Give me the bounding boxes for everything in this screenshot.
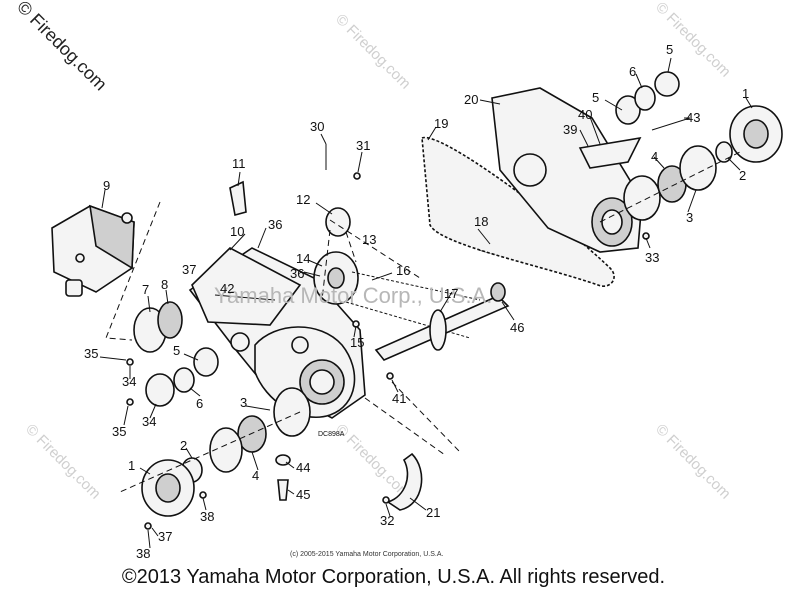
upper-seal-right bbox=[654, 71, 680, 97]
left-hub-stack bbox=[133, 301, 219, 407]
callout-31: 31 bbox=[356, 138, 370, 153]
dashed-guides bbox=[119, 151, 741, 493]
sprocket-assembly bbox=[313, 207, 359, 305]
callout-36-bracket: 36 bbox=[268, 217, 282, 232]
callout-3-lower: 3 bbox=[240, 395, 247, 410]
callout-11: 11 bbox=[232, 156, 246, 171]
callout-labels: 9 11 30 31 12 13 14 36 36 10 37 42 16 17… bbox=[84, 42, 749, 561]
upper-bearing bbox=[634, 85, 656, 111]
callout-6-left: 6 bbox=[196, 396, 203, 411]
callout-16: 16 bbox=[396, 263, 410, 278]
clip-part bbox=[229, 180, 247, 217]
upper-seal bbox=[615, 95, 641, 125]
callout-39: 39 bbox=[563, 122, 577, 137]
callout-19: 19 bbox=[434, 116, 448, 131]
guard-shield bbox=[386, 452, 423, 511]
callout-35-lower: 35 bbox=[112, 424, 126, 439]
callout-4-lower: 4 bbox=[252, 468, 259, 483]
callout-10: 10 bbox=[230, 224, 244, 239]
watermark-center: Yamaha Motor Corp., U.S.A. bbox=[214, 283, 492, 308]
chain-case-cover bbox=[491, 87, 643, 253]
mounting-bracket bbox=[191, 247, 302, 326]
callout-2-right: 2 bbox=[739, 168, 746, 183]
callout-43: 43 bbox=[686, 110, 700, 125]
callout-36-upper: 36 bbox=[290, 266, 304, 281]
callout-34-upper: 34 bbox=[122, 374, 136, 389]
callout-13: 13 bbox=[362, 232, 376, 247]
watermark-tile: © Firedog.com bbox=[652, 0, 734, 81]
callout-32: 32 bbox=[380, 513, 394, 528]
callout-44: 44 bbox=[296, 460, 310, 475]
callout-35-upper: 35 bbox=[84, 346, 98, 361]
callout-1-right: 1 bbox=[742, 86, 749, 101]
callout-2-lower: 2 bbox=[180, 438, 187, 453]
small-copyright: (c) 2005-2015 Yamaha Motor Corporation, … bbox=[290, 551, 443, 558]
callout-5-upper: 5 bbox=[592, 90, 599, 105]
right-bearing-stack bbox=[623, 105, 783, 221]
callout-17: 17 bbox=[444, 286, 458, 301]
gearbox-housing bbox=[51, 204, 135, 297]
callout-38-lower: 38 bbox=[136, 546, 150, 561]
watermark-corner: © Firedog.com bbox=[13, 0, 111, 94]
drive-chain bbox=[321, 229, 357, 301]
callout-3-right: 3 bbox=[686, 210, 693, 225]
callout-30: 30 bbox=[310, 119, 324, 134]
drawing-code: DC898A bbox=[318, 431, 345, 438]
chain-loop bbox=[421, 136, 615, 287]
callout-4-right: 4 bbox=[651, 149, 658, 164]
long-bolt bbox=[651, 117, 691, 131]
watermark-tile: © Firedog.com bbox=[22, 421, 104, 503]
callout-1-lower: 1 bbox=[128, 458, 135, 473]
fasteners bbox=[126, 144, 650, 530]
watermark-tile: © Firedog.com bbox=[652, 421, 734, 503]
callout-42: 42 bbox=[220, 281, 234, 296]
callout-18: 18 bbox=[474, 214, 488, 229]
callout-40: 40 bbox=[578, 107, 592, 122]
callout-15: 15 bbox=[350, 335, 364, 350]
callout-37-lower: 37 bbox=[158, 529, 172, 544]
callout-14: 14 bbox=[296, 251, 310, 266]
bearing-plate bbox=[578, 136, 642, 169]
drive-shaft bbox=[374, 282, 510, 361]
dashed-guide bbox=[105, 201, 161, 341]
callout-45: 45 bbox=[296, 487, 310, 502]
callout-38-right: 38 bbox=[200, 509, 214, 524]
callout-9: 9 bbox=[103, 178, 110, 193]
callout-12: 12 bbox=[296, 192, 310, 207]
callout-8: 8 bbox=[161, 277, 168, 292]
leader-lines bbox=[99, 57, 753, 549]
callout-5-left: 5 bbox=[173, 343, 180, 358]
watermark-tile: © Firedog.com bbox=[332, 11, 414, 93]
callout-20: 20 bbox=[464, 92, 478, 107]
callout-33: 33 bbox=[645, 250, 659, 265]
callout-46: 46 bbox=[510, 320, 524, 335]
callout-41: 41 bbox=[392, 391, 406, 406]
lower-hub-stack bbox=[141, 387, 311, 517]
callout-37-upper: 37 bbox=[182, 262, 196, 277]
footer-copyright: ©2013 Yamaha Motor Corporation, U.S.A. A… bbox=[121, 566, 666, 588]
callout-6-upper: 6 bbox=[629, 64, 636, 79]
callout-7: 7 bbox=[142, 282, 149, 297]
bolt-part bbox=[277, 479, 289, 501]
callout-21: 21 bbox=[426, 505, 440, 520]
callout-5-top: 5 bbox=[666, 42, 673, 57]
callout-34-lower: 34 bbox=[142, 414, 156, 429]
